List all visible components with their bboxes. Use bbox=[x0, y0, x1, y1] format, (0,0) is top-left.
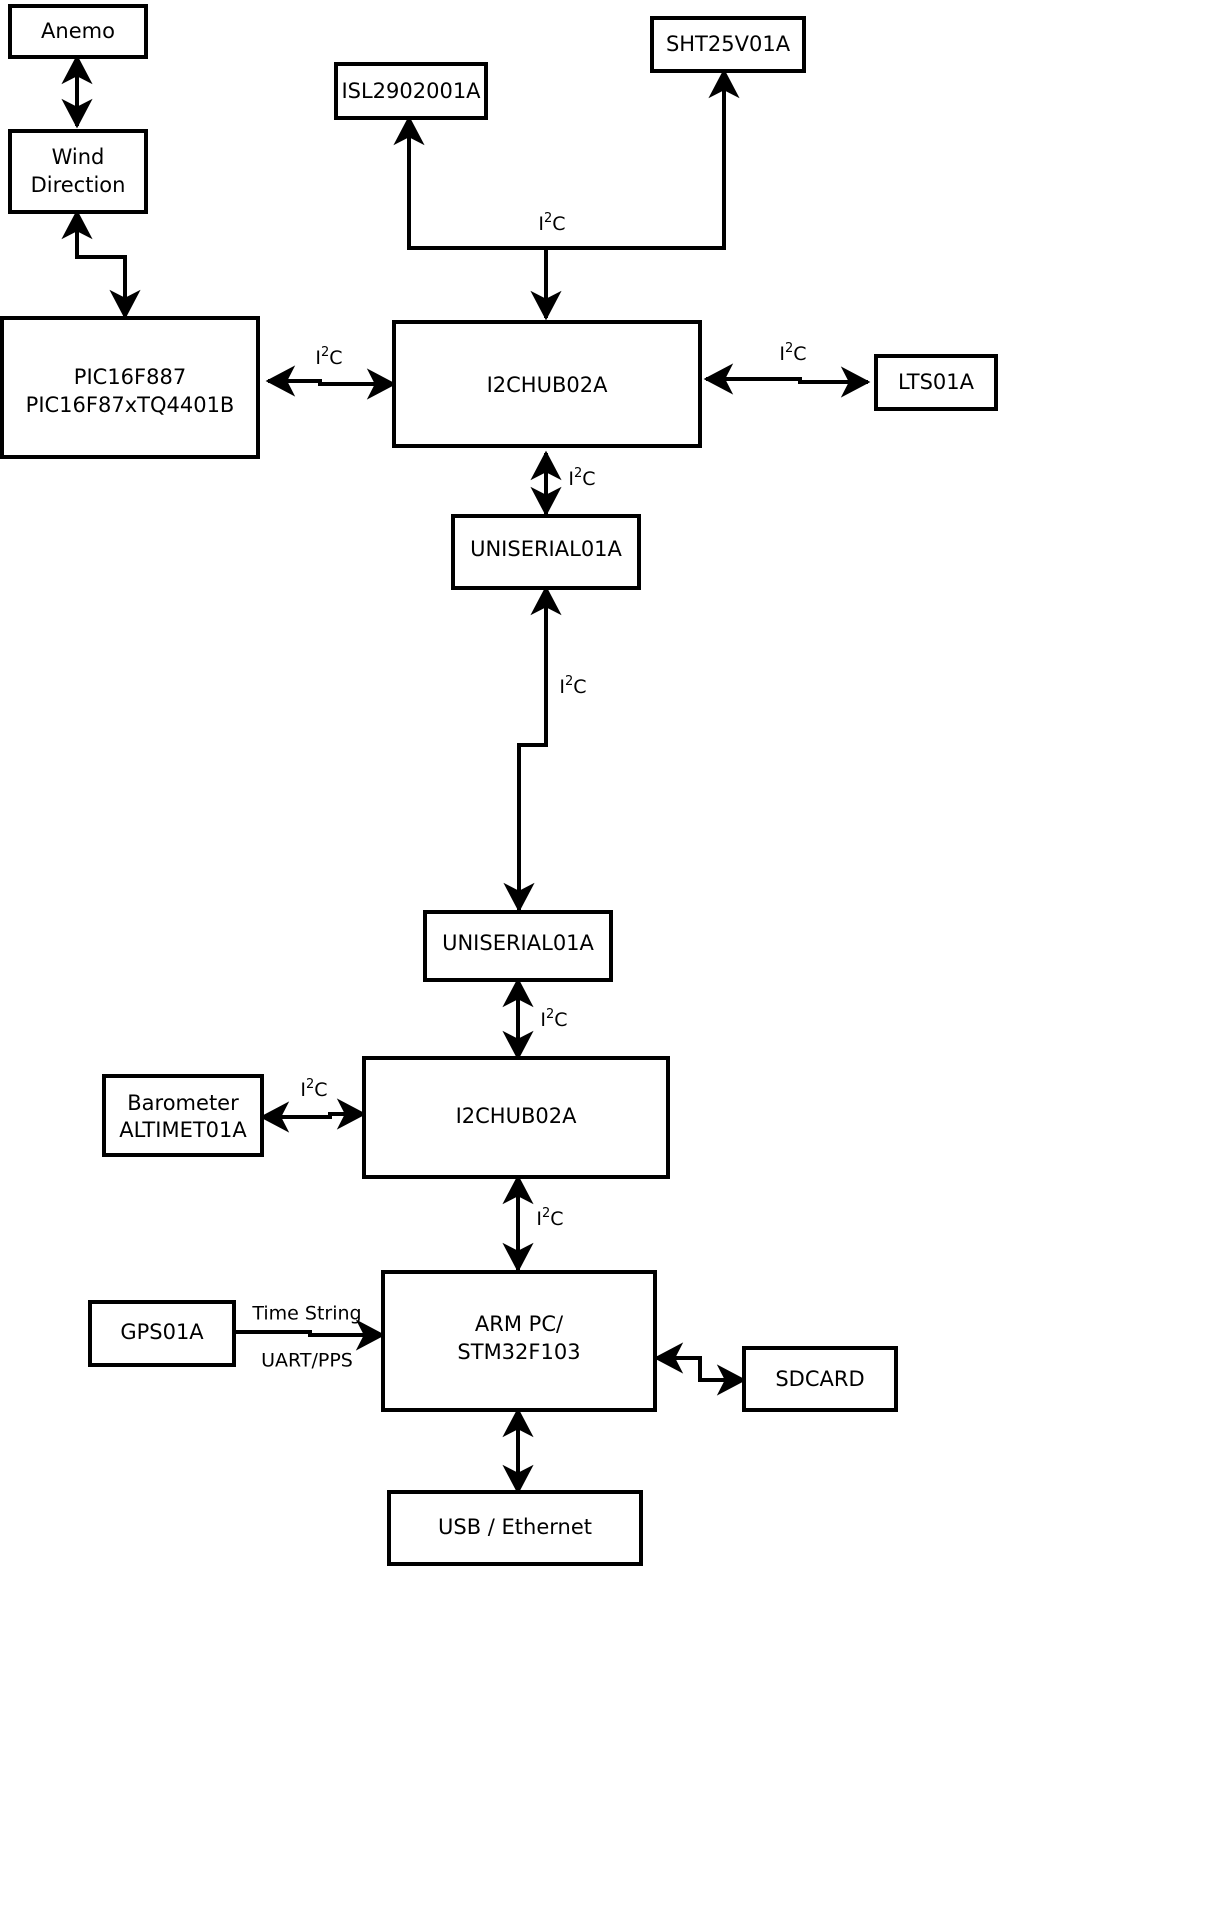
block-i2chub02a-top[interactable]: I2CHUB02A bbox=[392, 320, 702, 448]
svg-text:I2C: I2C bbox=[315, 345, 342, 369]
block-sht25v01a-label: SHT25V01A bbox=[666, 32, 791, 56]
block-usb-ethernet-label: USB / Ethernet bbox=[438, 1515, 592, 1539]
edge-label-i2c-hub-lts: I2C bbox=[779, 341, 806, 365]
i2c-base: I bbox=[300, 1079, 306, 1101]
i2c-tail: C bbox=[329, 347, 342, 369]
block-lts01a-label: LTS01A bbox=[898, 370, 975, 394]
i2c-base: I bbox=[540, 1009, 546, 1031]
edge-label-i2c-uniserial-link: I2C bbox=[559, 674, 586, 698]
block-usb-ethernet[interactable]: USB / Ethernet bbox=[387, 1490, 643, 1566]
block-gps01a-label: GPS01A bbox=[120, 1320, 204, 1344]
block-barometer-label-line1: Barometer bbox=[127, 1091, 239, 1115]
edge-label-i2c-pic-hub: I2C bbox=[315, 345, 342, 369]
i2c-superscript: 2 bbox=[574, 466, 582, 481]
block-arm-pc-stm32f103[interactable]: ARM PC/ STM32F103 bbox=[381, 1270, 657, 1412]
svg-text:I2C: I2C bbox=[300, 1077, 327, 1101]
connector-barometer-hub-bottom bbox=[259, 1098, 367, 1133]
block-barometer-label-line2: ALTIMET01A bbox=[119, 1118, 247, 1142]
block-arm-pc-label-line1: ARM PC/ bbox=[475, 1312, 564, 1336]
block-uniserial01a-bottom-label: UNISERIAL01A bbox=[442, 931, 594, 955]
connector-hub-top-lts bbox=[703, 363, 871, 398]
block-uniserial01a-top[interactable]: UNISERIAL01A bbox=[451, 514, 641, 590]
i2c-base: I bbox=[568, 468, 574, 490]
connector-wind-direction-pic bbox=[75, 212, 141, 320]
block-lts01a[interactable]: LTS01A bbox=[874, 354, 998, 411]
block-pic16f887-label-line1: PIC16F887 bbox=[74, 365, 186, 389]
i2c-superscript: 2 bbox=[321, 345, 329, 360]
block-i2chub02a-bottom[interactable]: I2CHUB02A bbox=[362, 1056, 670, 1179]
i2c-base: I bbox=[536, 1208, 542, 1230]
block-anemo[interactable]: Anemo bbox=[8, 4, 148, 59]
i2c-tail: C bbox=[554, 1009, 567, 1031]
edge-label-i2c-hub-arm: I2C bbox=[536, 1206, 563, 1230]
block-i2chub02a-top-label: I2CHUB02A bbox=[487, 373, 609, 397]
block-isl2902001a-label: ISL2902001A bbox=[341, 79, 481, 103]
i2c-base: I bbox=[315, 347, 321, 369]
block-barometer-altimet01a[interactable]: Barometer ALTIMET01A bbox=[102, 1074, 264, 1157]
i2c-tail: C bbox=[552, 213, 565, 235]
block-uniserial01a-bottom[interactable]: UNISERIAL01A bbox=[423, 910, 613, 982]
connector-uniserial-top-uniserial-bottom bbox=[503, 585, 562, 913]
svg-text:I2C: I2C bbox=[536, 1206, 563, 1230]
i2c-superscript: 2 bbox=[565, 674, 573, 689]
connector-arm-pc-sdcard bbox=[653, 1342, 747, 1396]
i2c-base: I bbox=[779, 343, 785, 365]
svg-text:I2C: I2C bbox=[568, 466, 595, 490]
block-uniserial01a-top-label: UNISERIAL01A bbox=[470, 537, 622, 561]
edge-label-time-string: Time String bbox=[251, 1303, 361, 1325]
block-wind-direction[interactable]: Wind Direction bbox=[8, 129, 148, 214]
block-pic16f887[interactable]: PIC16F887 PIC16F87xTQ4401B bbox=[0, 316, 260, 459]
i2c-tail: C bbox=[573, 676, 586, 698]
block-sht25v01a[interactable]: SHT25V01A bbox=[650, 16, 806, 73]
block-i2chub02a-bottom-label: I2CHUB02A bbox=[456, 1104, 578, 1128]
i2c-tail: C bbox=[314, 1079, 327, 1101]
svg-text:I2C: I2C bbox=[559, 674, 586, 698]
connector-gps-arm-pc bbox=[234, 1319, 386, 1351]
connector-hub-top-i2c-bus bbox=[393, 68, 740, 321]
block-arm-pc-label-line2: STM32F103 bbox=[457, 1340, 580, 1364]
i2c-superscript: 2 bbox=[542, 1206, 550, 1221]
i2c-tail: C bbox=[793, 343, 806, 365]
block-wind-direction-label-line1: Wind bbox=[52, 145, 105, 169]
block-gps01a[interactable]: GPS01A bbox=[88, 1300, 236, 1367]
edge-label-uart-pps: UART/PPS bbox=[261, 1350, 353, 1372]
block-sdcard-label: SDCARD bbox=[775, 1367, 864, 1391]
i2c-superscript: 2 bbox=[546, 1007, 554, 1022]
svg-text:I2C: I2C bbox=[779, 341, 806, 365]
i2c-base: I bbox=[559, 676, 565, 698]
edge-label-i2c-uniserial-hub-bottom: I2C bbox=[540, 1007, 567, 1031]
block-wind-direction-label-line2: Direction bbox=[31, 173, 126, 197]
edge-label-i2c-top-bus: I2C bbox=[538, 211, 565, 235]
connector-pic-hub-top bbox=[265, 365, 397, 400]
block-isl2902001a[interactable]: ISL2902001A bbox=[334, 62, 488, 120]
edge-label-i2c-barometer-hub: I2C bbox=[300, 1077, 327, 1101]
i2c-base: I bbox=[538, 213, 544, 235]
block-pic16f887-label-line2: PIC16F87xTQ4401B bbox=[26, 393, 235, 417]
svg-text:I2C: I2C bbox=[538, 211, 565, 235]
i2c-tail: C bbox=[582, 468, 595, 490]
connector-pic-wind-direction bbox=[61, 209, 127, 317]
block-anemo-label: Anemo bbox=[41, 19, 115, 43]
svg-text:I2C: I2C bbox=[540, 1007, 567, 1031]
i2c-superscript: 2 bbox=[544, 211, 552, 226]
i2c-tail: C bbox=[550, 1208, 563, 1230]
edge-label-i2c-hub-uniserial: I2C bbox=[568, 466, 595, 490]
i2c-superscript: 2 bbox=[785, 341, 793, 356]
i2c-superscript: 2 bbox=[306, 1077, 314, 1092]
block-sdcard[interactable]: SDCARD bbox=[742, 1346, 898, 1412]
